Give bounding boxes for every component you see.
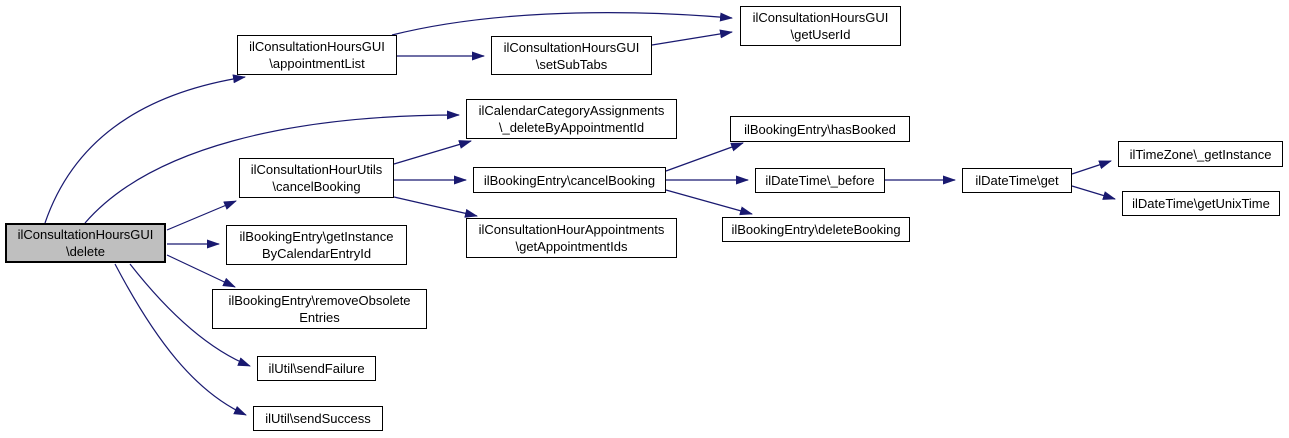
- node-get-user-id[interactable]: ilConsultationHoursGUI \getUserId: [740, 6, 901, 46]
- edge-hour-utils-get-appointment-ids: [393, 196, 478, 218]
- node-hour-utils-cancel-booking[interactable]: ilConsultationHourUtils \cancelBooking: [239, 158, 394, 198]
- node-send-success[interactable]: ilUtil\sendSuccess: [253, 406, 383, 431]
- node-remove-obsolete-entries[interactable]: ilBookingEntry\removeObsolete Entries: [212, 289, 427, 329]
- node-get-appointment-ids[interactable]: ilConsultationHourAppointments \getAppoi…: [466, 218, 677, 258]
- edge-get-get-unix-time: [1071, 185, 1116, 200]
- node-label-line: ilConsultationHourAppointments: [478, 222, 665, 237]
- node-label-line: \cancelBooking: [272, 179, 361, 194]
- node-label-line: ilConsultationHoursGUI: [752, 10, 889, 25]
- node-label-line: Entries: [299, 310, 340, 325]
- node-label-line: ilUtil\sendSuccess: [265, 411, 371, 426]
- node-get-unix-time[interactable]: ilDateTime\getUnixTime: [1122, 191, 1280, 216]
- node-label-line: \delete: [65, 244, 106, 259]
- edge-set-sub-tabs-get-user-id: [651, 29, 733, 46]
- node-label-line: ilBookingEntry\getInstance: [239, 229, 394, 244]
- node-has-booked[interactable]: ilBookingEntry\hasBooked: [730, 116, 910, 142]
- node-label-line: ilConsultationHourUtils: [250, 162, 383, 177]
- edge-delete-send-failure: [129, 263, 251, 367]
- node-label-line: \getAppointmentIds: [515, 239, 628, 254]
- node-delete-by-appointment-id[interactable]: ilCalendarCategoryAssignments \_deleteBy…: [466, 99, 677, 139]
- node-time-zone-get-instance[interactable]: ilTimeZone\_getInstance: [1118, 141, 1283, 167]
- node-date-time-before[interactable]: ilDateTime\_before: [755, 168, 885, 193]
- node-appointment-list[interactable]: ilConsultationHoursGUI \appointmentList: [237, 35, 397, 75]
- node-label-line: \getUserId: [790, 27, 851, 42]
- node-label-line: ByCalendarEntryId: [261, 246, 372, 261]
- node-label-line: ilConsultationHoursGUI: [503, 39, 640, 55]
- node-label-line: ilDateTime\getUnixTime: [1132, 196, 1270, 211]
- node-label-line: ilDateTime\get: [975, 173, 1059, 188]
- node-booking-entry-cancel-booking[interactable]: ilBookingEntry\cancelBooking: [473, 167, 666, 193]
- edge-cancel-booking-has-booked: [665, 142, 744, 172]
- node-delete[interactable]: ilConsultationHoursGUI \delete: [5, 223, 166, 263]
- edge-cancel-booking-delete-booking: [665, 189, 753, 216]
- node-label-line: \setSubTabs: [535, 56, 608, 72]
- edge-delete-send-success: [114, 263, 247, 416]
- node-label-line: ilBookingEntry\removeObsolete: [228, 293, 411, 308]
- node-delete-booking[interactable]: ilBookingEntry\deleteBooking: [722, 217, 910, 242]
- node-date-time-get[interactable]: ilDateTime\get: [962, 168, 1072, 193]
- node-label-line: ilBookingEntry\deleteBooking: [731, 222, 901, 237]
- node-label-line: ilConsultationHoursGUI: [17, 227, 154, 242]
- edge-get-time-zone-get-instance: [1071, 160, 1112, 175]
- edge-delete-appointment-list: [44, 74, 246, 224]
- edge-delete-remove-obsolete-entries: [166, 254, 236, 288]
- edge-appointment-list-get-user-id: [391, 12, 733, 36]
- edge-delete-hour-utils-cancel-booking: [166, 200, 237, 231]
- node-set-sub-tabs[interactable]: ilConsultationHoursGUI \setSubTabs: [491, 36, 652, 75]
- node-label-line: ilConsultationHoursGUI: [249, 39, 385, 54]
- node-get-instance-by-calendar-entry-id[interactable]: ilBookingEntry\getInstance ByCalendarEnt…: [226, 225, 407, 265]
- node-label-line: \appointmentList: [269, 56, 365, 71]
- node-send-failure[interactable]: ilUtil\sendFailure: [257, 356, 376, 381]
- node-label-line: ilTimeZone\_getInstance: [1129, 146, 1272, 162]
- node-label-line: ilUtil\sendFailure: [268, 361, 365, 376]
- node-label-line: ilBookingEntry\hasBooked: [744, 121, 896, 137]
- edge-hour-utils-delete-by-appointment-id: [393, 140, 472, 165]
- node-label-line: ilCalendarCategoryAssignments: [478, 103, 665, 118]
- edge-delete-delete-by-appointment-id: [84, 110, 460, 224]
- node-label-line: \_deleteByAppointmentId: [498, 120, 645, 135]
- node-label-line: ilDateTime\_before: [765, 173, 875, 188]
- node-label-line: ilBookingEntry\cancelBooking: [483, 172, 656, 188]
